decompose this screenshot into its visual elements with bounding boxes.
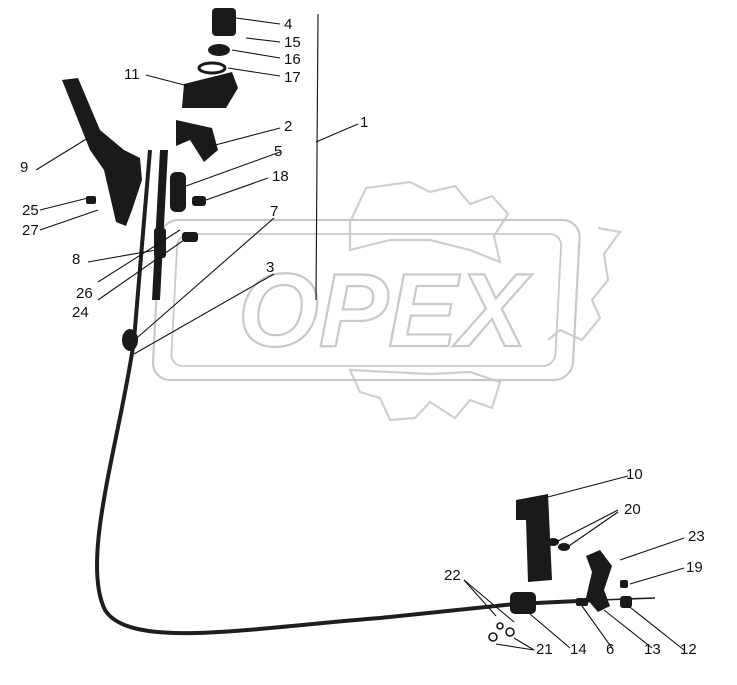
label-11: 11 bbox=[124, 66, 140, 83]
watermark-gear bbox=[348, 180, 622, 422]
label-27: 27 bbox=[22, 222, 39, 239]
label-16: 16 bbox=[284, 51, 301, 68]
watermark-text: OPEX bbox=[238, 253, 533, 369]
watermark: OPEX bbox=[151, 180, 622, 422]
label-8: 8 bbox=[72, 251, 80, 268]
bracket-2 bbox=[176, 120, 218, 162]
knob-4 bbox=[212, 8, 236, 36]
pin-19 bbox=[620, 580, 628, 588]
label-6: 6 bbox=[606, 641, 614, 658]
label-17: 17 bbox=[284, 69, 301, 86]
bolt-24 bbox=[182, 232, 198, 242]
label-15: 15 bbox=[284, 34, 301, 51]
label-10: 10 bbox=[626, 466, 643, 483]
part-1-axis bbox=[315, 13, 319, 301]
sleeve-3 bbox=[122, 329, 138, 351]
plate-11 bbox=[182, 72, 238, 108]
nut-20a bbox=[547, 538, 559, 546]
washer-17 bbox=[197, 61, 227, 75]
bracket-10 bbox=[516, 494, 552, 582]
label-4: 4 bbox=[284, 16, 292, 33]
nut-12 bbox=[620, 596, 632, 608]
bolt-18 bbox=[192, 196, 206, 206]
ring-21b bbox=[505, 627, 515, 637]
label-25: 25 bbox=[22, 202, 39, 219]
label-7: 7 bbox=[270, 203, 278, 220]
label-1: 1 bbox=[360, 114, 368, 131]
ring-21c bbox=[496, 622, 504, 630]
watermark-plate-inner bbox=[170, 233, 563, 367]
label-21: 21 bbox=[536, 641, 553, 658]
label-26: 26 bbox=[76, 285, 93, 302]
callout-labels: 4 15 16 17 11 2 1 5 18 9 25 27 7 8 3 26 … bbox=[20, 16, 705, 658]
nut-16 bbox=[208, 44, 230, 56]
label-13: 13 bbox=[644, 641, 661, 658]
bushing-5 bbox=[170, 172, 186, 212]
label-9: 9 bbox=[20, 159, 28, 176]
label-19: 19 bbox=[686, 559, 703, 576]
pedal-rod bbox=[152, 150, 168, 300]
label-5: 5 bbox=[274, 143, 282, 160]
label-12: 12 bbox=[680, 641, 697, 658]
label-24: 24 bbox=[72, 304, 89, 321]
parts bbox=[62, 8, 656, 642]
label-3: 3 bbox=[266, 259, 274, 276]
label-23: 23 bbox=[688, 528, 705, 545]
label-2: 2 bbox=[284, 118, 292, 135]
nut-20b bbox=[558, 543, 570, 551]
label-14: 14 bbox=[570, 641, 587, 658]
leader-lines bbox=[35, 17, 685, 651]
cable bbox=[94, 149, 601, 636]
pin-25 bbox=[86, 196, 96, 204]
label-22: 22 bbox=[444, 567, 461, 584]
pedal-9 bbox=[62, 78, 142, 226]
label-20: 20 bbox=[624, 501, 641, 518]
ring-21a bbox=[488, 632, 498, 642]
lever-13 bbox=[586, 550, 612, 612]
clamp-14 bbox=[510, 592, 536, 614]
label-18: 18 bbox=[272, 168, 289, 185]
sleeve-6 bbox=[576, 598, 588, 606]
